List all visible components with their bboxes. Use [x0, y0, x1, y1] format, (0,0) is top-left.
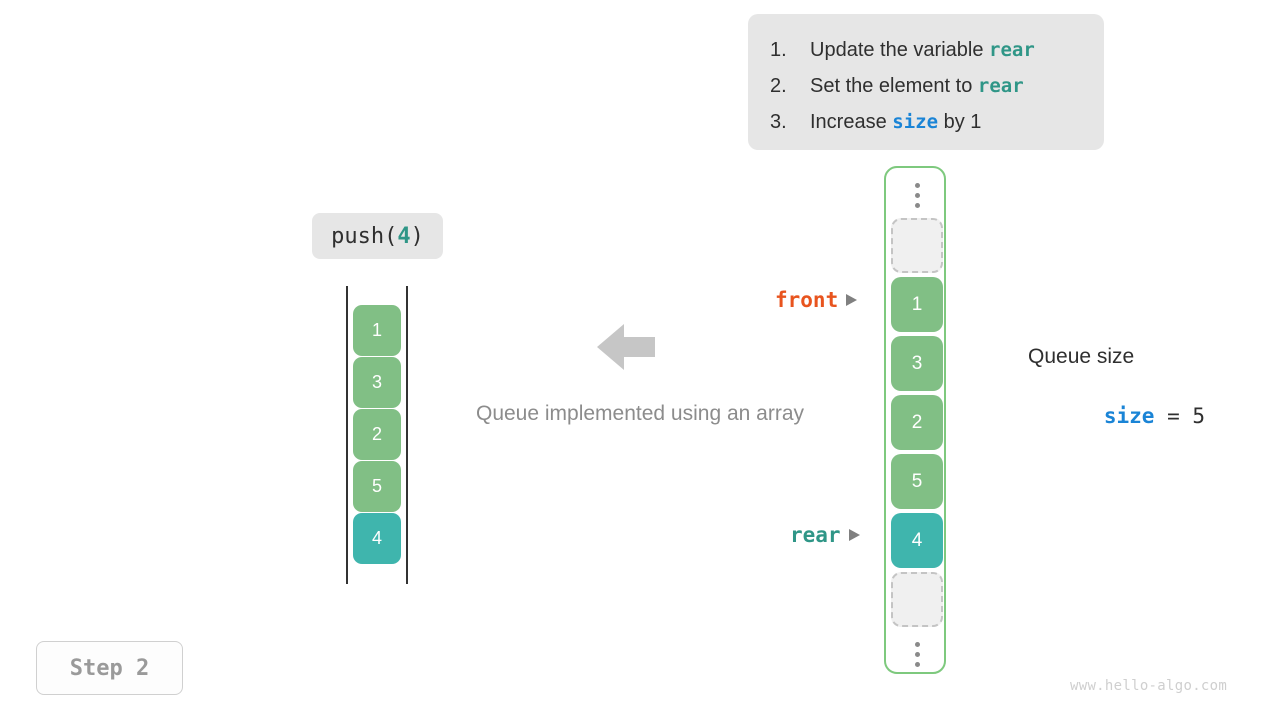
array-cell-new: 4	[353, 513, 401, 564]
diagram-caption: Queue implemented using an array	[475, 402, 805, 425]
instruction-code-rear: rear	[989, 39, 1035, 61]
queue-size-readout: Queue size size = 5	[1028, 343, 1205, 452]
queue-cell: 5	[891, 454, 943, 509]
queue-cell-empty	[891, 572, 943, 627]
instruction-text-post: by 1	[938, 111, 982, 133]
instruction-panel: 1. Update the variable rear 2. Set the e…	[748, 14, 1104, 150]
left-arrow-icon	[597, 322, 655, 372]
instruction-text: Set the element to	[810, 75, 978, 97]
size-variable: size	[1103, 404, 1155, 428]
queue-cell-empty	[891, 218, 943, 273]
pointer-arrow-icon	[846, 294, 858, 306]
pointer-front: front	[775, 288, 858, 312]
array-boundary-left	[346, 286, 348, 584]
array-boundary-right	[406, 286, 408, 584]
pointer-rear: rear	[790, 523, 860, 547]
left-array: 1 3 2 5 4	[346, 286, 408, 584]
watermark: www.hello-algo.com	[1070, 678, 1228, 694]
instruction-text: Update the variable	[810, 39, 990, 61]
operation-argument: 4	[397, 223, 411, 249]
queue-cell: 3	[891, 336, 943, 391]
pointer-front-label: front	[775, 288, 839, 312]
queue-size-expression: size = 5	[1028, 380, 1205, 452]
size-operator: =	[1154, 404, 1193, 428]
queue-cells: 1 3 2 5 4	[890, 172, 944, 677]
queue-container: 1 3 2 5 4	[884, 166, 946, 674]
instruction-number: 3.	[770, 111, 787, 133]
array-cell: 5	[353, 461, 401, 512]
array-cell: 3	[353, 357, 401, 408]
instruction-code-rear: rear	[977, 75, 1024, 97]
operation-name: push(	[331, 223, 398, 249]
left-array-cells: 1 3 2 5 4	[353, 305, 401, 564]
instruction-number: 2.	[770, 75, 787, 97]
array-cell: 2	[353, 409, 401, 460]
size-value: 5	[1192, 404, 1206, 428]
operation-badge: push(4)	[312, 213, 443, 259]
operation-close-paren: )	[410, 223, 424, 249]
ellipsis-top-icon	[914, 172, 920, 218]
instruction-text: Increase	[810, 111, 893, 133]
queue-cell: 1	[891, 277, 943, 332]
instruction-item-2: 2. Set the element to rear	[770, 68, 1082, 104]
queue-size-title: Queue size	[1028, 345, 1135, 368]
instruction-item-3: 3. Increase size by 1	[770, 104, 1082, 140]
pointer-arrow-icon	[848, 529, 860, 541]
instruction-item-1: 1. Update the variable rear	[770, 32, 1082, 68]
queue-cell-new: 4	[891, 513, 943, 568]
array-cell: 1	[353, 305, 401, 356]
instruction-code-size: size	[892, 111, 939, 133]
step-badge: Step 2	[36, 641, 183, 695]
pointer-rear-label: rear	[790, 523, 841, 547]
ellipsis-bottom-icon	[914, 631, 920, 677]
queue-cell: 2	[891, 395, 943, 450]
instruction-number: 1.	[770, 39, 787, 61]
